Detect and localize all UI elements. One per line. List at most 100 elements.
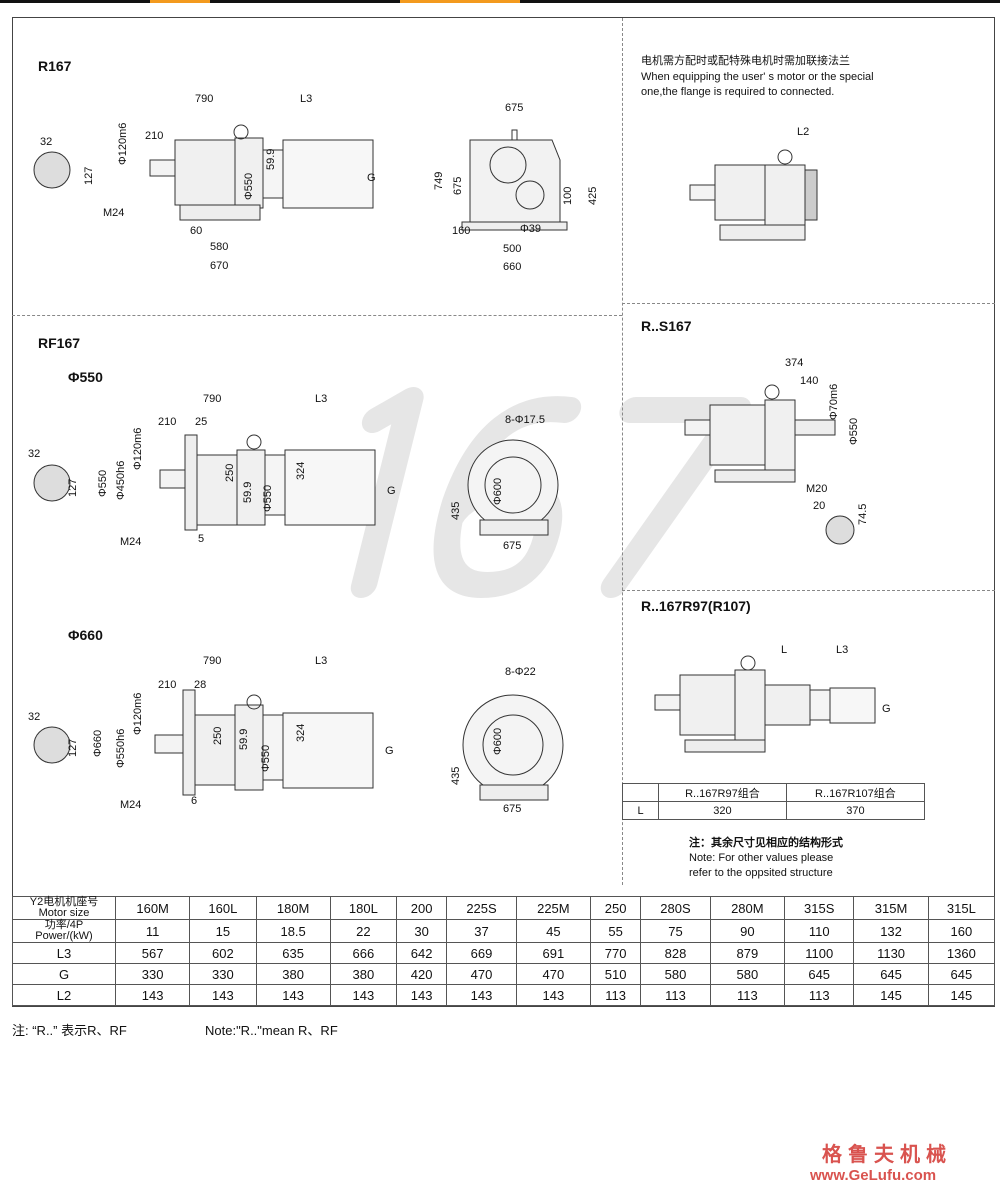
dimension-label: L — [781, 644, 788, 656]
table-cell: 669 — [446, 942, 517, 964]
dimension-label: Φ70m6 — [828, 383, 840, 420]
dimension-label: 8-Φ17.5 — [505, 414, 545, 426]
table-cell: 380 — [255, 963, 331, 985]
rf167-660-side-view — [33, 689, 564, 801]
table-cell: 510 — [589, 963, 642, 985]
dimension-label: 127 — [67, 738, 79, 757]
dimension-label: 500 — [503, 243, 522, 255]
table-cell: 879 — [709, 942, 785, 964]
table-cell: 22 — [329, 919, 398, 943]
logo-cn: 格鲁夫机械 — [822, 1142, 952, 1166]
dimension-label: 435 — [450, 501, 462, 520]
dimension-label: Φ550 — [97, 469, 109, 497]
dimension-label: L2 — [797, 126, 810, 138]
dimension-label: 160 — [452, 225, 471, 237]
table-cell — [622, 783, 659, 802]
rf167-550-label: Φ550 — [68, 369, 103, 385]
dimension-label: Φ120m6 — [132, 427, 144, 470]
row-header-text: Power/(kW) — [35, 930, 93, 942]
dimension-label: 5 — [198, 533, 205, 545]
dimension-label: 127 — [67, 478, 79, 497]
dimension-label: M24 — [103, 207, 125, 219]
table-cell: 113 — [709, 984, 785, 1006]
dimension-label: 59.9 — [242, 481, 254, 503]
table-cell: 180M — [255, 896, 331, 920]
table-cell: 145 — [927, 984, 996, 1006]
r167r97-title: R..167R97(R107) — [641, 598, 751, 614]
dimension-label: 28 — [194, 679, 207, 691]
dimension-label: 675 — [503, 540, 522, 552]
table-cell: 470 — [446, 963, 517, 985]
row-header-text: L3 — [56, 945, 72, 961]
dimension-label: 670 — [210, 260, 229, 272]
table-cell: 180L — [329, 896, 398, 920]
table-cell: 143 — [114, 984, 191, 1006]
row-header: L3 — [12, 942, 116, 964]
dimension-label: Φ39 — [520, 223, 542, 235]
dimension-label: Φ550 — [260, 744, 272, 772]
rs167-view — [684, 384, 855, 545]
r167-side-view — [33, 124, 374, 221]
row-header-text: Motor size — [38, 907, 90, 919]
table-cell: 143 — [515, 984, 591, 1006]
dimension-label: 324 — [295, 723, 307, 742]
table-cell: 18.5 — [255, 919, 331, 943]
divider — [622, 590, 995, 591]
combo-note-cn: 注：其余尺寸见相应的结构形式 — [689, 837, 843, 849]
r167-title: R167 — [38, 58, 72, 74]
dimension-label: Φ120m6 — [117, 122, 129, 165]
rf167-title: RF167 — [38, 335, 81, 351]
table-cell: 315L — [927, 896, 996, 920]
row-header: G — [12, 963, 116, 985]
divider — [622, 18, 623, 885]
dimension-label: 250 — [212, 726, 224, 745]
combo-note-en: refer to the oppsited structure — [689, 867, 833, 879]
table-cell: L — [622, 801, 659, 820]
watermark-digit-1 — [350, 387, 424, 598]
table-cell: 143 — [255, 984, 331, 1006]
table-cell: 143 — [329, 984, 398, 1006]
logo-url: www.GeLufu.com — [810, 1167, 937, 1184]
table-cell: 567 — [114, 942, 191, 964]
dimension-label: G — [882, 703, 891, 715]
accent-stripe — [150, 0, 210, 3]
table-cell: 691 — [515, 942, 591, 964]
dimension-label: 790 — [195, 93, 214, 105]
dimension-label: Φ450h6 — [115, 460, 127, 500]
table-cell: 110 — [783, 919, 855, 943]
table-cell: 330 — [114, 963, 191, 985]
table-cell: 330 — [189, 963, 257, 985]
table-cell: 315M — [853, 896, 929, 920]
dimension-label: G — [385, 745, 394, 757]
dimension-label: 250 — [224, 463, 236, 482]
row-header-text: 功率/4P — [44, 919, 84, 931]
dimension-label: 32 — [40, 136, 53, 148]
dimension-label: 675 — [503, 803, 522, 815]
dimension-label: 790 — [203, 655, 222, 667]
dimension-label: M20 — [806, 483, 828, 495]
dimension-label: 660 — [503, 261, 522, 273]
row-header-text: L2 — [56, 987, 72, 1003]
dimension-label: 425 — [587, 186, 599, 205]
dimension-label: L3 — [836, 644, 849, 656]
table-cell: 225S — [446, 896, 517, 920]
dimension-label: Φ550 — [848, 417, 860, 445]
table-row: L 320 370 — [622, 801, 926, 820]
footnote-en: Note:"R.."mean R、RF — [205, 1023, 338, 1038]
dimension-label: 790 — [203, 393, 222, 405]
table-cell: 132 — [853, 919, 929, 943]
dimension-label: 20 — [813, 500, 826, 512]
table-cell: 645 — [927, 963, 996, 985]
table-cell: 1100 — [783, 942, 855, 964]
table-cell: 250 — [589, 896, 642, 920]
combo-note-en: Note: For other values please — [689, 852, 834, 864]
row-header-text: Y2电机机座号 — [29, 896, 99, 908]
dimension-label: 435 — [450, 766, 462, 785]
row-header-text: G — [58, 966, 70, 982]
table-header: R..167R97组合 — [658, 783, 787, 802]
table-cell: 55 — [589, 919, 642, 943]
